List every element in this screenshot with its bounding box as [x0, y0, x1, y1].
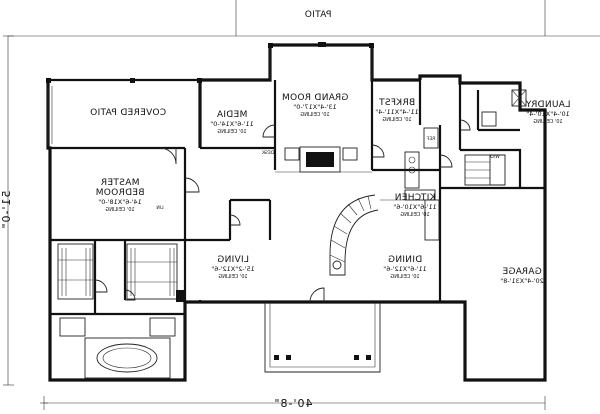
brkfst-ceiling: 10' CEILING — [382, 117, 411, 123]
laundry-ceiling: 10' CEILING — [533, 119, 562, 125]
grand-room-dims: 13'-4"X17'-0" — [293, 103, 337, 111]
grand-room-ceiling: 10' CEILING — [300, 112, 329, 118]
covered-patio-label: COVERED PATIO — [90, 108, 166, 118]
master-ceiling: 10' CEILING — [105, 207, 134, 213]
living-ceiling: 10' CEILING — [218, 274, 247, 280]
master-name-line2: BEDROOM — [95, 188, 144, 198]
door-swings — [94, 119, 471, 303]
desk-label: DESK — [261, 150, 274, 156]
patio-label: PATIO — [304, 10, 331, 20]
master-bath — [59, 290, 185, 379]
laundry-details — [464, 89, 527, 186]
laundry-dims: 10'-4"X10'-4" — [526, 110, 570, 118]
brkfst-dims: 11'-4"X11'-4" — [375, 108, 419, 116]
kitchen-ceiling: 10' CEILING — [400, 212, 429, 218]
kitchen-details — [380, 127, 440, 241]
media-ceiling: 10' CEILING — [217, 129, 246, 135]
front-porch — [264, 302, 381, 373]
stair — [329, 194, 379, 276]
kitchen-dims: 11'-6"X10'-6" — [393, 203, 437, 211]
garage-name: GARAGE — [502, 267, 541, 277]
grand-room-details — [268, 42, 374, 173]
media-dims: 11'-6"X14'-0" — [210, 120, 254, 128]
dining-name: DINING — [388, 255, 422, 265]
garage-dims: 20'-4"X31'-8" — [500, 277, 544, 285]
closet-shelves — [57, 243, 178, 300]
dining-dims: 11'-6"X12'-6" — [383, 265, 427, 273]
kitchen-name: KITCHEN — [394, 193, 435, 203]
dimension-lines — [3, 0, 600, 410]
lin-label: LIN — [156, 205, 163, 211]
dining-ceiling: 10' CEILING — [390, 274, 419, 280]
media-name: MEDIA — [216, 110, 247, 120]
overall-width-label: 40'-8" — [273, 397, 312, 410]
interior-walls — [50, 80, 545, 316]
grand-room-name: GRAND ROOM — [282, 93, 349, 103]
brkfst-name: BRKFST — [379, 98, 416, 108]
wd-label: W/D — [490, 154, 500, 160]
master-name: MASTER — [101, 178, 140, 188]
living-name: LIVING — [217, 255, 249, 265]
master-dims: 14'-6"X18'-0" — [98, 198, 142, 206]
ref-label: REF — [426, 136, 435, 142]
overall-depth-label: 51'-0" — [0, 190, 13, 229]
living-dims: 15'-2"X12'-6" — [211, 265, 255, 273]
laundry-name: LAUNDRY — [525, 100, 570, 110]
room-labels: PATIO COVERED PATIO GRAND ROOM 13'-4"X17… — [0, 10, 570, 410]
patio-posts — [46, 78, 202, 146]
